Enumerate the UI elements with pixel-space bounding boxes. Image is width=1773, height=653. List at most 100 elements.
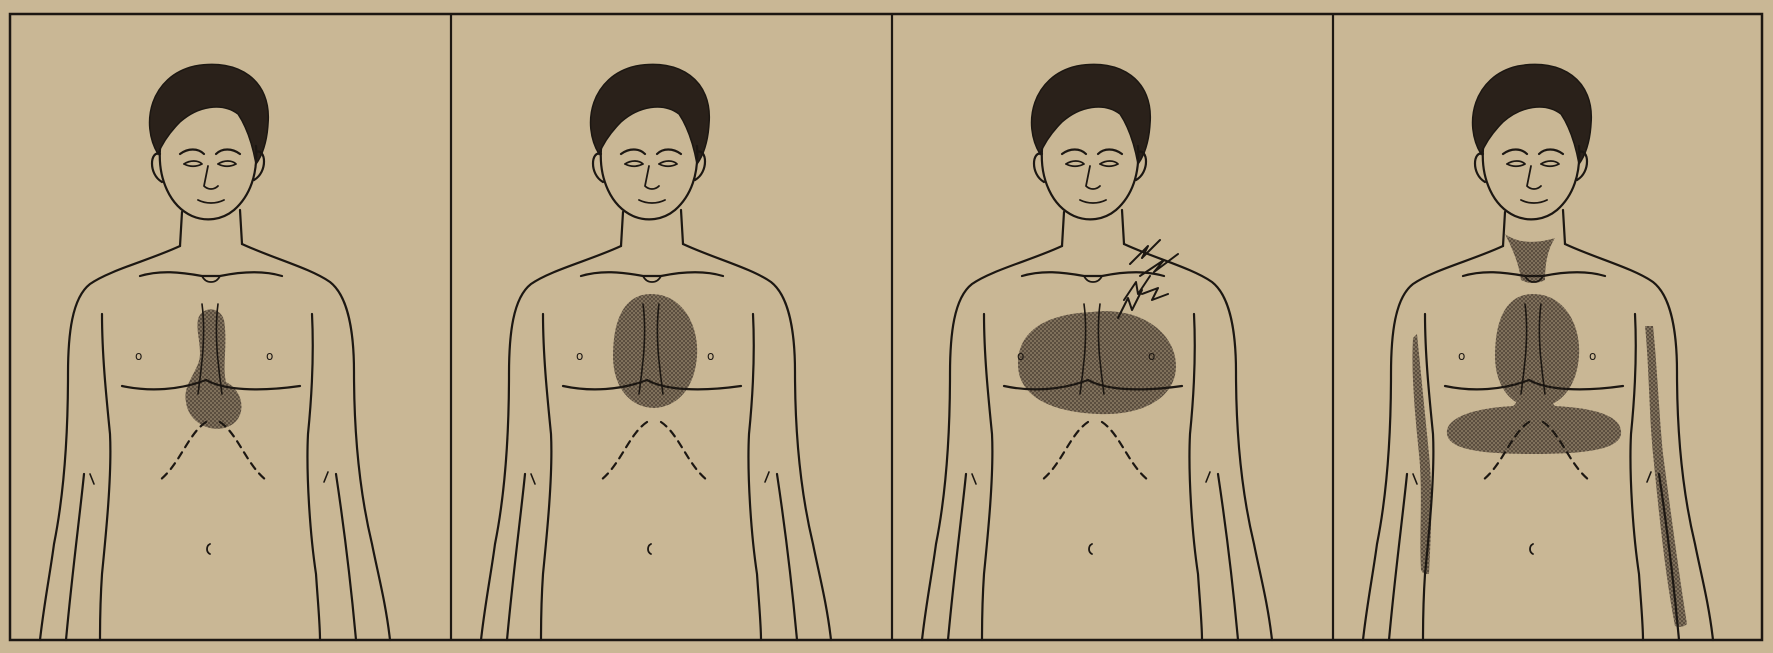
pain-shading — [613, 294, 697, 408]
pain-region-lower-substernal — [185, 309, 241, 428]
left-costal-margin — [601, 422, 647, 480]
neck-left — [1503, 212, 1505, 246]
right-nipple: o — [266, 349, 273, 363]
right-costal-margin — [1102, 422, 1148, 480]
left-eyebrow — [1503, 150, 1527, 155]
hair — [1032, 64, 1151, 164]
face-outline — [601, 146, 698, 219]
left-eyebrow — [1062, 150, 1086, 155]
neck-right — [681, 210, 683, 244]
right-eye — [1541, 161, 1559, 166]
right-eyebrow — [216, 150, 240, 155]
neck-right — [1122, 210, 1124, 244]
face-outline — [1483, 146, 1580, 219]
right-torso-side — [1189, 314, 1202, 640]
navel — [1530, 544, 1533, 554]
right-nipple: o — [1589, 349, 1596, 363]
neck-left — [621, 212, 623, 246]
right-elbow-mark — [324, 472, 328, 482]
left-eyebrow — [180, 150, 204, 155]
right-costal-margin — [661, 422, 707, 480]
pain-region-central-chest — [613, 294, 697, 408]
mouth — [639, 200, 665, 203]
right-eyebrow — [657, 150, 681, 155]
left-inner-arm — [948, 474, 966, 640]
left-costal-margin — [160, 422, 206, 480]
navel — [1089, 544, 1092, 554]
left-eyebrow — [621, 150, 645, 155]
right-nipple: o — [1148, 349, 1155, 363]
left-elbow-mark — [531, 474, 535, 484]
face-outline — [160, 146, 257, 219]
right-elbow-mark — [1206, 472, 1210, 482]
right-inner-arm — [1218, 474, 1238, 640]
neck-left — [1062, 212, 1064, 246]
right-inner-arm — [777, 474, 797, 640]
right-torso-side — [748, 314, 761, 640]
neck-left — [180, 212, 182, 246]
lightning-bolt — [1142, 288, 1168, 300]
nose — [204, 166, 218, 189]
left-torso-side — [982, 314, 992, 640]
left-eye — [625, 161, 643, 166]
left-elbow-mark — [1413, 474, 1417, 484]
clavicles — [140, 272, 282, 276]
right-nipple: o — [707, 349, 714, 363]
right-eye — [1100, 161, 1118, 166]
right-torso-side — [307, 314, 320, 640]
neck-right — [240, 210, 242, 244]
right-eyebrow — [1098, 150, 1122, 155]
left-torso-side — [541, 314, 551, 640]
left-nipple: o — [576, 349, 583, 363]
navel — [648, 544, 651, 554]
nose — [1527, 166, 1541, 189]
pain-region-epigastrium — [1447, 380, 1621, 454]
nose — [1086, 166, 1100, 189]
nose — [645, 166, 659, 189]
right-elbow-mark — [1647, 472, 1651, 482]
neck-right — [1563, 210, 1565, 244]
left-nipple: o — [1458, 349, 1465, 363]
hair — [1473, 64, 1592, 164]
left-costal-margin — [1042, 422, 1088, 480]
radiating-pain-lightning — [1118, 240, 1178, 318]
clavicles — [581, 272, 723, 276]
right-eye — [218, 161, 236, 166]
pain-shading — [1412, 234, 1687, 627]
left-eye — [1507, 161, 1525, 166]
hair — [150, 64, 269, 164]
left-torso-side — [100, 314, 110, 640]
left-elbow-mark — [972, 474, 976, 484]
right-costal-margin — [220, 422, 266, 480]
right-inner-arm — [336, 474, 356, 640]
left-eye — [184, 161, 202, 166]
left-elbow-mark — [90, 474, 94, 484]
left-nipple: o — [135, 349, 142, 363]
mouth — [198, 200, 224, 203]
right-torso-side — [1630, 314, 1643, 640]
right-eye — [659, 161, 677, 166]
face-outline — [1042, 146, 1139, 219]
mouth — [1080, 200, 1106, 203]
left-inner-arm — [66, 474, 84, 640]
left-eye — [1066, 161, 1084, 166]
left-nipple: o — [1017, 349, 1024, 363]
right-eyebrow — [1539, 150, 1563, 155]
hair — [591, 64, 710, 164]
left-inner-arm — [507, 474, 525, 640]
lightning-bolt — [1130, 240, 1160, 264]
lightning-bolt — [1124, 276, 1150, 300]
pain-region-left-arm — [1645, 326, 1687, 627]
navel — [207, 544, 210, 554]
mouth — [1521, 200, 1547, 203]
right-elbow-mark — [765, 472, 769, 482]
